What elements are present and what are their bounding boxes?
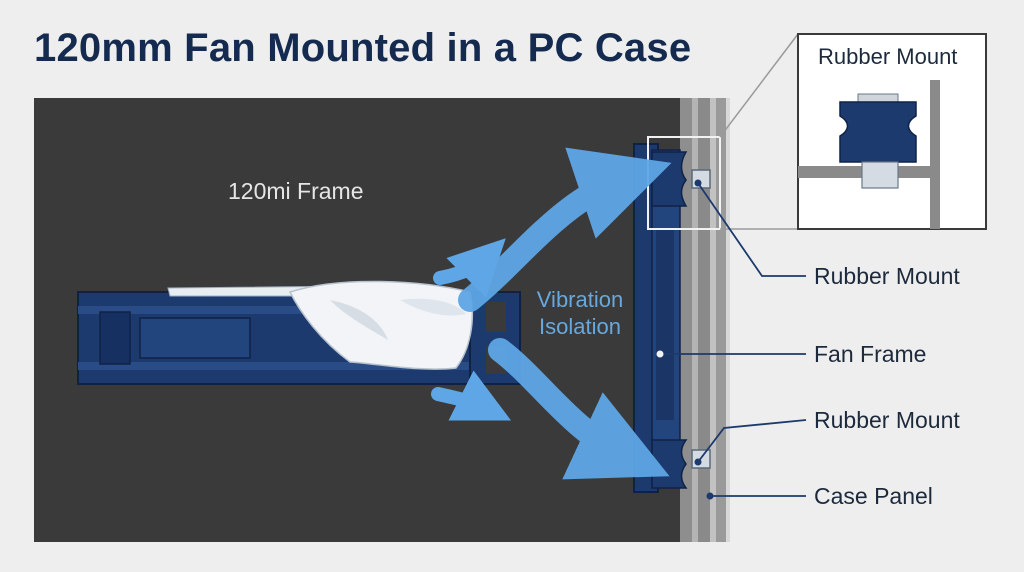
callout-rubber-mount-bottom: Rubber Mount	[814, 407, 960, 433]
inset-connector-top	[719, 33, 799, 138]
page-title: 120mm Fan Mounted in a PC Case	[34, 26, 692, 70]
rubber-mount-inset	[797, 33, 987, 230]
callout-rubber-mount-top: Rubber Mount	[814, 263, 960, 289]
vibration-isolation-label: Vibration Isolation	[532, 286, 628, 340]
callout-case-panel: Case Panel	[814, 483, 933, 509]
case-panel	[680, 98, 730, 542]
fan-blades	[167, 280, 474, 370]
inset-title: Rubber Mount	[818, 44, 958, 69]
airflow-arrows	[431, 147, 672, 480]
callout-fan-frame: Fan Frame	[814, 341, 927, 367]
vibration-label-line1: Vibration	[536, 287, 624, 312]
vibration-label-line2: Isolation	[539, 314, 621, 339]
callout-leaders	[660, 182, 807, 497]
frame-note-label: 120mi Frame	[228, 178, 364, 204]
callout-dots	[656, 179, 714, 500]
